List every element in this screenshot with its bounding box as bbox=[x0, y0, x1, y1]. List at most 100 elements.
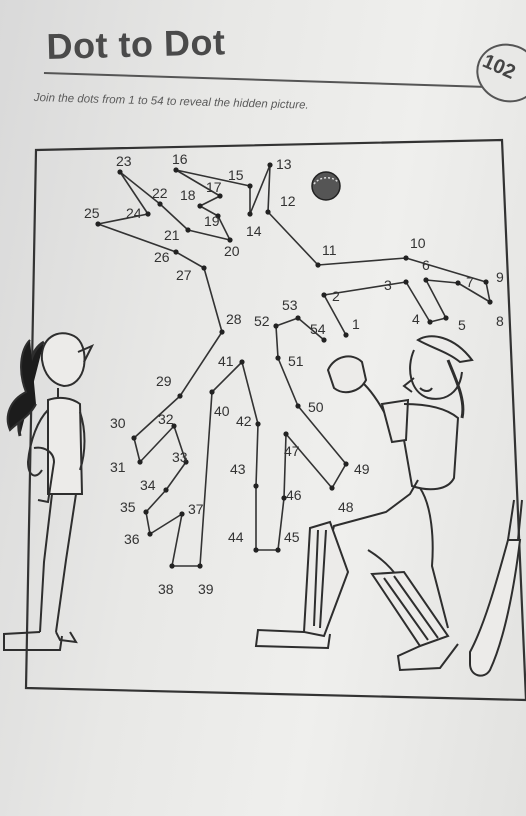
dot-14 bbox=[247, 211, 253, 217]
dot-42 bbox=[255, 421, 261, 427]
dot-48 bbox=[329, 485, 335, 491]
dot-label-13: 13 bbox=[276, 156, 292, 172]
dot-label-10: 10 bbox=[410, 235, 426, 251]
dot-20 bbox=[227, 237, 233, 243]
dot-11 bbox=[315, 262, 321, 268]
dot-10 bbox=[403, 255, 409, 261]
dot-label-24: 24 bbox=[126, 205, 142, 221]
puzzle-frame bbox=[24, 138, 526, 702]
dot-label-19: 19 bbox=[204, 213, 220, 229]
dot-label-47: 47 bbox=[284, 443, 300, 459]
dot-3 bbox=[403, 279, 409, 285]
dot-22 bbox=[157, 201, 163, 207]
dot-33 bbox=[183, 459, 189, 465]
dot-36 bbox=[147, 531, 153, 537]
dot-label-11: 11 bbox=[322, 242, 337, 258]
dot-21 bbox=[185, 227, 191, 233]
dot-label-4: 4 bbox=[412, 311, 420, 327]
dot-12 bbox=[265, 209, 271, 215]
dot-label-42: 42 bbox=[236, 413, 252, 429]
dot-13 bbox=[267, 162, 273, 168]
dot-label-17: 17 bbox=[206, 179, 222, 195]
dot-label-45: 45 bbox=[284, 529, 300, 545]
dot-44 bbox=[253, 547, 259, 553]
dot-connecting-path bbox=[97, 164, 491, 567]
dot-label-38: 38 bbox=[158, 581, 174, 597]
dot-label-2: 2 bbox=[332, 288, 340, 304]
dot-lines bbox=[97, 164, 491, 567]
dot-17 bbox=[217, 193, 223, 199]
dot-38 bbox=[169, 563, 175, 569]
dot-46 bbox=[281, 495, 287, 501]
dot-45 bbox=[275, 547, 281, 553]
dot-19 bbox=[215, 213, 221, 219]
dot-label-1: 1 bbox=[352, 316, 360, 332]
dot-label-48: 48 bbox=[338, 499, 354, 515]
dot-label-12: 12 bbox=[280, 193, 296, 209]
dot-label-46: 46 bbox=[286, 487, 302, 503]
batsman-figure bbox=[254, 335, 523, 677]
dot-40 bbox=[209, 389, 215, 395]
dot-4 bbox=[427, 319, 433, 325]
dot-label-5: 5 bbox=[458, 317, 466, 333]
dot-37 bbox=[179, 511, 185, 517]
dot-15 bbox=[247, 183, 253, 189]
dot-label-51: 51 bbox=[288, 353, 304, 369]
dot-6 bbox=[423, 277, 429, 283]
dot-label-31: 31 bbox=[110, 459, 126, 475]
dot-28 bbox=[219, 329, 225, 335]
dot-51 bbox=[275, 355, 281, 361]
dot-34 bbox=[163, 487, 169, 493]
dot-label-44: 44 bbox=[228, 529, 244, 545]
dot-label-20: 20 bbox=[224, 243, 240, 259]
dot-label-30: 30 bbox=[110, 415, 126, 431]
dot-26 bbox=[173, 249, 179, 255]
dot-25 bbox=[95, 221, 101, 227]
dot-50 bbox=[295, 403, 301, 409]
dot-52 bbox=[273, 323, 279, 329]
dot-8 bbox=[487, 299, 493, 305]
dot-label-7: 7 bbox=[466, 274, 474, 290]
cricket-ball bbox=[311, 171, 341, 201]
dot-label-23: 23 bbox=[116, 153, 132, 169]
dot-41 bbox=[239, 359, 245, 365]
dot-label-34: 34 bbox=[140, 477, 156, 493]
dot-label-54: 54 bbox=[310, 321, 326, 337]
dot-label-40: 40 bbox=[214, 403, 230, 419]
dot-label-39: 39 bbox=[198, 581, 214, 597]
dot-30 bbox=[131, 435, 137, 441]
dot-label-36: 36 bbox=[124, 531, 140, 547]
dot-label-26: 26 bbox=[154, 249, 170, 265]
dot-18 bbox=[197, 203, 203, 209]
dot-label-53: 53 bbox=[282, 297, 298, 313]
spectator-figure bbox=[3, 332, 95, 651]
dot-label-9: 9 bbox=[496, 269, 504, 285]
dot-label-52: 52 bbox=[254, 313, 270, 329]
dot-27 bbox=[201, 265, 207, 271]
dot-label-18: 18 bbox=[180, 187, 196, 203]
dot-23 bbox=[117, 169, 123, 175]
dot-1 bbox=[343, 332, 349, 338]
dot-label-43: 43 bbox=[230, 461, 246, 477]
dot-32 bbox=[171, 423, 177, 429]
dot-label-41: 41 bbox=[218, 353, 234, 369]
dot-5 bbox=[443, 315, 449, 321]
dot-43 bbox=[253, 483, 259, 489]
dot-points bbox=[95, 162, 493, 569]
dot-label-6: 6 bbox=[422, 257, 430, 273]
dot-label-35: 35 bbox=[120, 499, 136, 515]
dot-label-8: 8 bbox=[496, 313, 504, 329]
dot-16 bbox=[173, 167, 179, 173]
dot-label-33: 33 bbox=[172, 449, 188, 465]
dot-label-27: 27 bbox=[176, 267, 192, 283]
dot-53 bbox=[295, 315, 301, 321]
dot-label-32: 32 bbox=[158, 411, 174, 427]
dot-label-22: 22 bbox=[152, 185, 168, 201]
dot-54 bbox=[321, 337, 327, 343]
dot-label-28: 28 bbox=[226, 311, 242, 327]
dot-47 bbox=[283, 431, 289, 437]
dot-label-21: 21 bbox=[164, 227, 180, 243]
dot-label-14: 14 bbox=[246, 223, 262, 239]
